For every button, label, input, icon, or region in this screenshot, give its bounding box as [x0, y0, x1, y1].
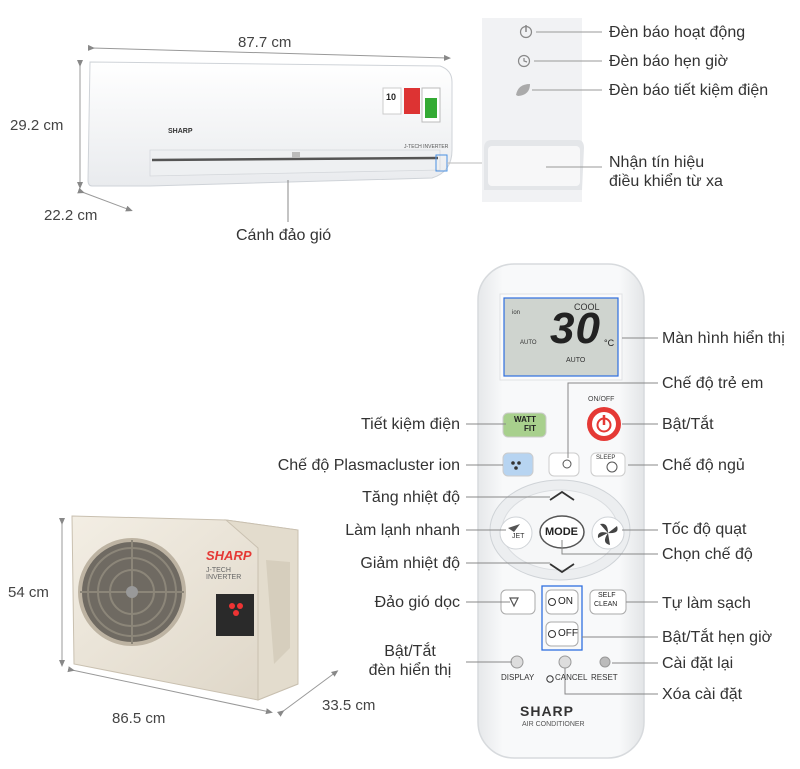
plasmacluster-button[interactable] — [502, 452, 534, 477]
indicator-leaders — [532, 31, 602, 168]
label-temp-up: Tăng nhiệt độ — [362, 489, 460, 506]
power-button[interactable] — [587, 407, 621, 441]
label-power: Bật/Tắt — [662, 416, 714, 433]
indoor-brand-logo: SHARP — [168, 128, 193, 135]
timer-on-button[interactable] — [545, 589, 579, 615]
indoor-depth-label: 22.2 cm — [44, 207, 98, 224]
self-clean-label-1: SELF — [598, 592, 616, 599]
timer-indicator-label: Đèn báo hẹn giờ — [609, 53, 729, 70]
label-quick-cool: Làm lạnh nhanh — [345, 522, 460, 539]
remote-brand-logo: SHARP — [520, 703, 575, 719]
fit-label: FIT — [524, 424, 536, 433]
watt-label: WATT — [514, 415, 537, 424]
indoor-height-label: 29.2 cm — [10, 117, 64, 134]
sleep-label: SLEEP — [596, 455, 616, 461]
lcd-auto-left: AUTO — [520, 340, 537, 346]
outdoor-width-label: 86.5 cm — [112, 710, 166, 727]
cancel-button-label: CANCEL — [555, 673, 588, 682]
child-mode-button[interactable] — [548, 452, 580, 477]
jet-label: JET — [512, 533, 525, 540]
timer-group-outline — [541, 585, 583, 651]
outdoor-depth-label: 33.5 cm — [322, 697, 376, 714]
display-button[interactable] — [510, 655, 524, 669]
remote-subtitle: AIR CONDITIONER — [522, 721, 585, 728]
label-temp-down: Giảm nhiệt độ — [360, 555, 460, 572]
label-mode-select: Chọn chế độ — [662, 546, 753, 563]
label-fan-speed: Tốc độ quạt — [662, 521, 747, 538]
reset-button[interactable] — [599, 656, 611, 668]
vertical-swing-button[interactable] — [500, 589, 536, 615]
indoor-tech-logo: J-TECH INVERTER — [404, 144, 449, 150]
fan-speed-button[interactable] — [591, 516, 625, 550]
outdoor-dimension-lines — [59, 518, 339, 717]
label-energy-save: Tiết kiệm điện — [361, 416, 460, 433]
power-indicator-icon — [519, 25, 533, 39]
leaf-indicator-icon — [516, 84, 530, 96]
display-button-label: DISPLAY — [501, 673, 535, 682]
jet-button[interactable] — [499, 516, 533, 550]
timer-off-button[interactable] — [545, 621, 579, 647]
lcd-auto-fan: AUTO — [566, 357, 586, 364]
mode-label: MODE — [545, 526, 578, 538]
energy-stars-label: 10 — [386, 92, 397, 102]
louver-label: Cánh đảo gió — [236, 227, 332, 244]
label-display-light-1: Bật/Tắt — [384, 643, 436, 660]
label-display-screen: Màn hình hiển thị — [662, 330, 785, 347]
eco-indicator-label: Đèn báo tiết kiệm điện — [609, 82, 769, 99]
outdoor-height-label: 54 cm — [8, 584, 49, 601]
outdoor-brand-logo: SHARP — [206, 548, 252, 563]
self-clean-label-2: CLEAN — [594, 601, 618, 608]
indoor-width-label: 87.7 cm — [238, 34, 292, 51]
onoff-label: ON/OFF — [588, 396, 615, 403]
lcd-unit: °C — [604, 338, 615, 348]
timer-on-label: ON — [558, 596, 573, 607]
label-display-light-2: đèn hiển thị — [368, 662, 452, 679]
watt-fit-button[interactable] — [502, 412, 547, 438]
lcd-temperature: 30 — [550, 304, 601, 353]
reset-button-label: RESET — [591, 673, 618, 682]
timer-off-label: OFF — [558, 628, 578, 639]
label-cancel: Xóa cài đặt — [662, 686, 743, 703]
receiver-label-line1: Nhận tín hiệu — [609, 154, 705, 171]
label-self-clean: Tự làm sạch — [662, 595, 751, 612]
lcd-mode: COOL — [574, 302, 600, 312]
temp-up-button[interactable] — [549, 490, 575, 501]
operation-indicator-label: Đèn báo hoạt động — [609, 24, 746, 41]
indoor-unit — [87, 61, 482, 187]
label-vertical-swing: Đảo gió dọc — [374, 594, 460, 611]
outdoor-unit — [71, 515, 299, 701]
outdoor-tech-logo: J-TECH INVERTER — [206, 567, 242, 581]
label-plasmacluster: Chế độ Plasmacluster ion — [277, 457, 460, 474]
sleep-button[interactable] — [590, 452, 626, 477]
remote-leader-lines — [466, 337, 658, 695]
timer-indicator-icon — [517, 54, 531, 68]
lcd-ion: ion — [512, 310, 521, 316]
temp-down-button[interactable] — [549, 563, 575, 574]
receiver-label-line2: điều khiển từ xa — [609, 173, 723, 190]
label-reset: Cài đặt lại — [662, 655, 734, 672]
indoor-dimension-lines — [77, 44, 451, 212]
label-sleep-mode: Chế độ ngủ — [662, 457, 745, 474]
label-child-mode: Chế độ trẻ em — [662, 375, 764, 392]
label-timer-onoff: Bật/Tắt hẹn giờ — [662, 629, 773, 646]
indicator-panel — [482, 18, 584, 202]
cancel-button[interactable] — [546, 655, 572, 683]
